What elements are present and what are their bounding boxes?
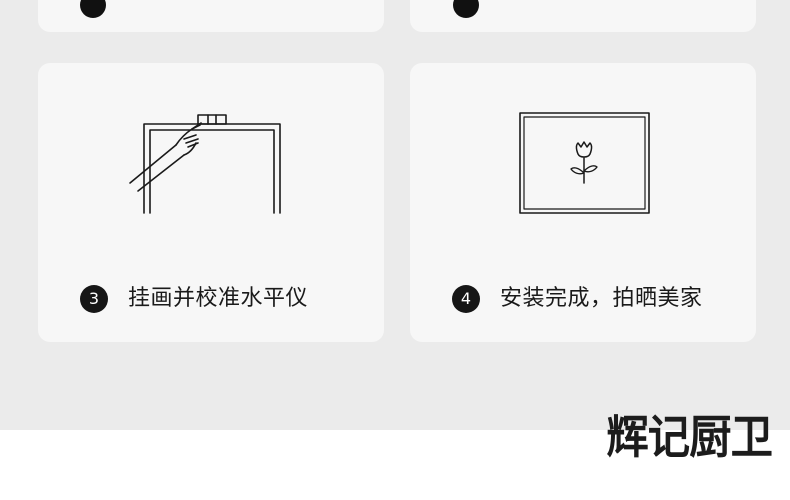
step-3-number-badge: 3 [80,285,108,313]
step-badge-2 [453,0,479,18]
step-4-number-badge: 4 [452,285,480,313]
framed-tulip-icon [519,112,650,214]
step-card-2 [410,0,756,32]
step-card-4: 4 安装完成，拍晒美家 [410,63,756,342]
step-badge-1 [80,0,106,18]
step-card-3: 3 挂画并校准水平仪 [38,63,384,342]
hand-level-frame-icon [129,114,281,214]
step-4-label: 4 安装完成，拍晒美家 [452,285,703,313]
step-3-text: 挂画并校准水平仪 [128,286,309,311]
step-4-text: 安装完成，拍晒美家 [500,286,703,311]
step-card-1 [38,0,384,32]
step-3-label: 3 挂画并校准水平仪 [80,285,308,313]
steps-panel: 3 挂画并校准水平仪 4 安装完成，拍晒美家 [0,0,790,430]
brand-logo-text: 辉记厨卫 [606,410,773,464]
